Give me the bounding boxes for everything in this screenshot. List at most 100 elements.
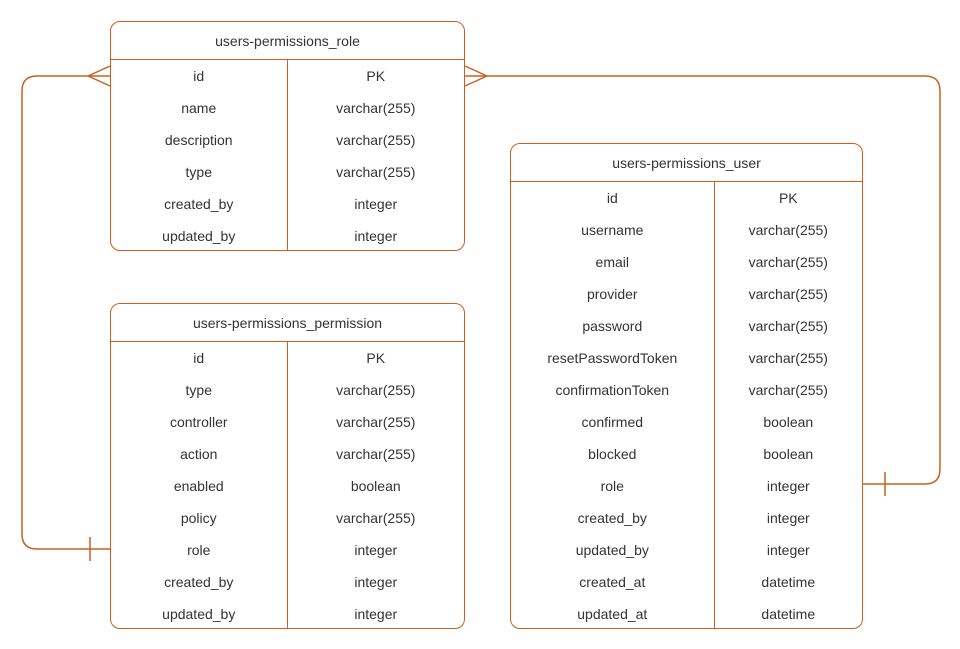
relation-role-permission-line (21, 75, 110, 550)
table-row: email varchar(255) (511, 246, 862, 278)
table-row: id PK (111, 60, 464, 92)
field-name-cell: id (511, 182, 715, 214)
table-body: id PK name varchar(255) description varc… (111, 60, 464, 250)
field-name-cell: description (111, 124, 288, 156)
table-body: id PK type varchar(255) controller varch… (111, 342, 464, 628)
field-name-cell: role (511, 470, 715, 502)
field-type-cell: varchar(255) (336, 164, 416, 180)
crow-foot-many-icon (87, 65, 111, 87)
field-type-cell: varchar(255) (748, 222, 828, 238)
table-row: policy varchar(255) (111, 502, 464, 534)
table-row: enabled boolean (111, 470, 464, 502)
field-type-cell: varchar(255) (336, 132, 416, 148)
field-name-cell: confirmed (511, 406, 715, 438)
table-row: name varchar(255) (111, 92, 464, 124)
table-row: confirmationToken varchar(255) (511, 374, 862, 406)
field-type-cell: varchar(255) (336, 414, 416, 430)
table-row: password varchar(255) (511, 310, 862, 342)
table-row: resetPasswordToken varchar(255) (511, 342, 862, 374)
field-type-cell: integer (766, 478, 810, 494)
table-title: users-permissions_user (511, 144, 862, 182)
table-row: created_by integer (111, 188, 464, 220)
field-type-cell: varchar(255) (336, 382, 416, 398)
field-name-cell: id (111, 342, 288, 374)
table-row: created_at datetime (511, 566, 862, 598)
table-row: blocked boolean (511, 438, 862, 470)
field-type-cell: varchar(255) (748, 350, 828, 366)
table-row: id PK (511, 182, 862, 214)
field-name-cell: provider (511, 278, 715, 310)
table-row: updated_by integer (111, 220, 464, 250)
field-type-cell: varchar(255) (336, 510, 416, 526)
table-row: updated_by integer (111, 598, 464, 628)
table-row: controller varchar(255) (111, 406, 464, 438)
field-type-cell: varchar(255) (748, 382, 828, 398)
field-name-cell: updated_by (111, 220, 288, 250)
field-name-cell: username (511, 214, 715, 246)
field-type-cell: integer (354, 542, 398, 558)
field-type-cell: varchar(255) (748, 254, 828, 270)
table-row: type varchar(255) (111, 156, 464, 188)
table-row: role integer (511, 470, 862, 502)
field-type-cell: varchar(255) (336, 446, 416, 462)
field-name-cell: created_at (511, 566, 715, 598)
table-users-permissions-user: users-permissions_user id PK username va… (510, 143, 863, 629)
field-type-cell: PK (778, 190, 798, 206)
table-row: provider varchar(255) (511, 278, 862, 310)
table-row: updated_by integer (511, 534, 862, 566)
field-name-cell: email (511, 246, 715, 278)
field-type-cell: integer (354, 228, 398, 244)
field-name-cell: resetPasswordToken (511, 342, 715, 374)
table-row: created_by integer (511, 502, 862, 534)
table-row: description varchar(255) (111, 124, 464, 156)
field-name-cell: name (111, 92, 288, 124)
table-row: type varchar(255) (111, 374, 464, 406)
field-name-cell: controller (111, 406, 288, 438)
field-type-cell: integer (354, 196, 398, 212)
field-name-cell: id (111, 60, 288, 92)
relation-role-user-line (487, 75, 941, 485)
field-type-cell: boolean (763, 414, 814, 430)
table-body: id PK username varchar(255) email varcha… (511, 182, 862, 628)
table-row: id PK (111, 342, 464, 374)
field-name-cell: action (111, 438, 288, 470)
field-name-cell: blocked (511, 438, 715, 470)
field-type-cell: varchar(255) (336, 100, 416, 116)
field-type-cell: varchar(255) (748, 318, 828, 334)
field-type-cell: datetime (761, 606, 816, 622)
field-type-cell: datetime (761, 574, 816, 590)
field-name-cell: updated_by (111, 598, 288, 628)
field-name-cell: type (111, 374, 288, 406)
crow-foot-many-icon (464, 65, 488, 87)
table-row: created_by integer (111, 566, 464, 598)
field-type-cell: boolean (763, 446, 814, 462)
field-name-cell: created_by (111, 566, 288, 598)
field-name-cell: updated_by (511, 534, 715, 566)
table-row: confirmed boolean (511, 406, 862, 438)
field-type-cell: integer (766, 510, 810, 526)
field-type-cell: varchar(255) (748, 286, 828, 302)
field-type-cell: boolean (350, 478, 401, 494)
table-row: updated_at datetime (511, 598, 862, 628)
table-title: users-permissions_permission (111, 304, 464, 342)
field-name-cell: password (511, 310, 715, 342)
table-users-permissions-role: users-permissions_role id PK name varcha… (110, 21, 465, 251)
field-name-cell: created_by (111, 188, 288, 220)
field-type-cell: integer (354, 574, 398, 590)
table-row: role integer (111, 534, 464, 566)
field-type-cell: integer (354, 606, 398, 622)
table-title: users-permissions_role (111, 22, 464, 60)
table-users-permissions-permission: users-permissions_permission id PK type … (110, 303, 465, 629)
table-row: action varchar(255) (111, 438, 464, 470)
field-name-cell: type (111, 156, 288, 188)
field-name-cell: created_by (511, 502, 715, 534)
field-name-cell: enabled (111, 470, 288, 502)
field-name-cell: role (111, 534, 288, 566)
field-type-cell: PK (366, 350, 386, 366)
field-name-cell: policy (111, 502, 288, 534)
field-name-cell: confirmationToken (511, 374, 715, 406)
table-row: username varchar(255) (511, 214, 862, 246)
field-type-cell: integer (766, 542, 810, 558)
